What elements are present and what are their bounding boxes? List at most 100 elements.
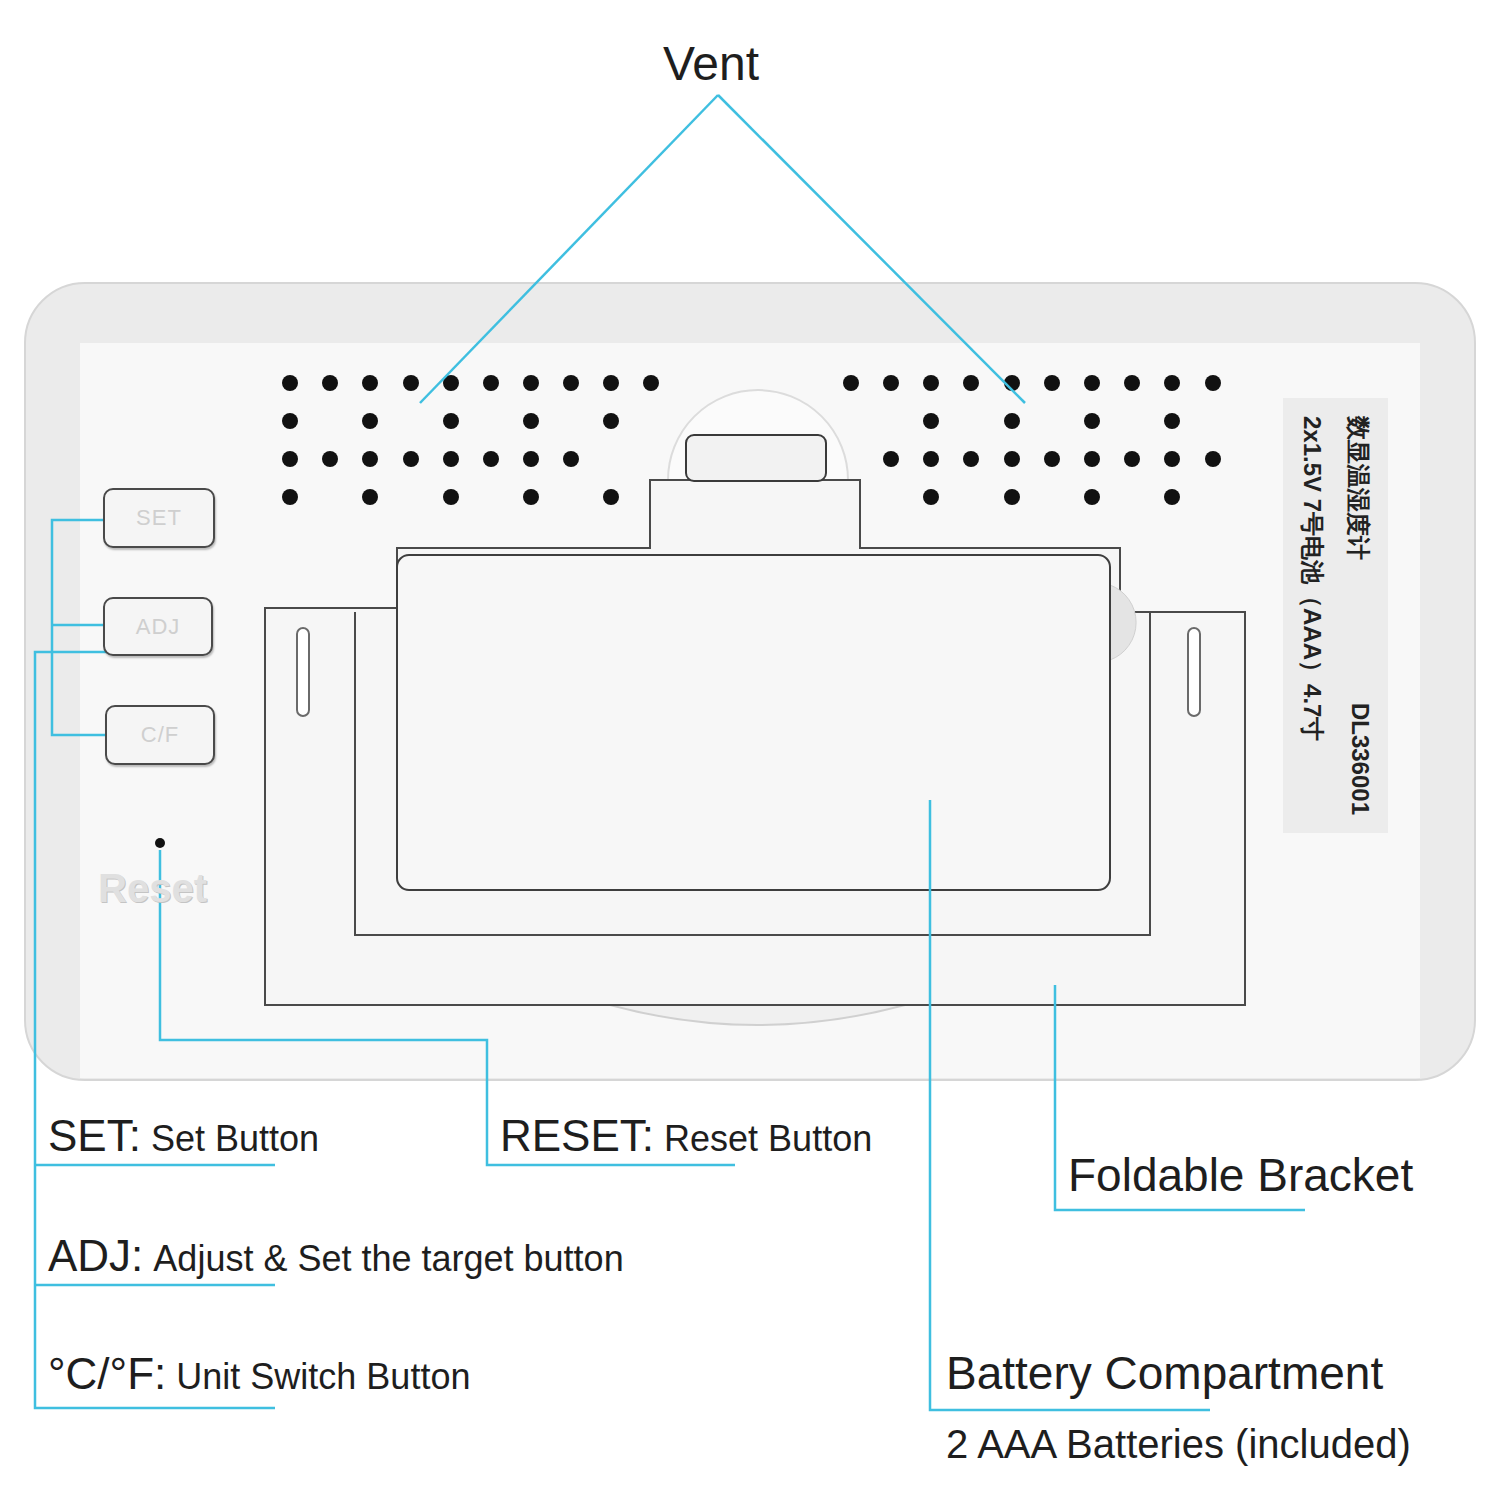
cover-notch — [1110, 585, 1136, 660]
vent-hole — [443, 489, 459, 505]
callout-row: Vent — [663, 38, 759, 91]
vent-hole — [1084, 451, 1100, 467]
vent-hole — [1044, 451, 1060, 467]
device-shell — [25, 283, 1475, 1080]
leader-line — [35, 652, 275, 1408]
vent-hole — [1205, 451, 1221, 467]
vent-hole — [1084, 489, 1100, 505]
leader-line — [420, 95, 718, 403]
vent-hole — [923, 375, 939, 391]
callout-label: Reset Button — [664, 1119, 872, 1159]
leader-line — [930, 800, 1210, 1410]
unit-button: C/F — [105, 705, 215, 765]
button-label: ADJ — [136, 614, 181, 640]
bracket-slot — [297, 628, 309, 716]
vent-hole — [483, 375, 499, 391]
vent-hole — [923, 413, 939, 429]
stand-foot — [610, 1005, 905, 1025]
vent-hole — [563, 451, 579, 467]
bracket-slot — [1188, 628, 1200, 716]
callout-label: Vent — [663, 38, 759, 91]
vent-hole — [443, 413, 459, 429]
spec-sticker: 数显温湿度计 DL336001 2x1.5V 7号电池（AAA）4.7寸 — [1283, 398, 1388, 833]
vent-hole — [883, 375, 899, 391]
embossed-label: Reset — [98, 866, 207, 910]
vent-hole — [483, 451, 499, 467]
vent-hole — [523, 451, 539, 467]
vent-hole — [362, 413, 378, 429]
sticker-text: 2x1.5V 7号电池（AAA）4.7寸 — [1296, 416, 1328, 741]
callout-label: Adjust & Set the target button — [153, 1239, 623, 1279]
leader-lines — [35, 95, 1305, 1410]
button-label: C/F — [141, 722, 179, 748]
vent-hole — [362, 375, 378, 391]
vent-hole — [322, 375, 338, 391]
leader-line — [35, 1164, 275, 1167]
callout-row: °C/°F:Unit Switch Button — [48, 1350, 470, 1398]
callout-label: RESET: — [500, 1112, 654, 1160]
callout-row: Foldable Bracket — [1068, 1150, 1413, 1201]
vent-hole — [443, 451, 459, 467]
vent-hole — [523, 489, 539, 505]
vent-hole — [883, 451, 899, 467]
leader-line — [52, 624, 110, 627]
battery-cover — [397, 555, 1110, 890]
sticker-text: 数显温湿度计 — [1342, 416, 1374, 560]
leader-line — [52, 520, 110, 735]
callout-label: ADJ: — [48, 1232, 143, 1280]
vent-hole — [963, 451, 979, 467]
callout-row: Reset — [98, 866, 207, 910]
leader-line — [35, 1284, 275, 1287]
vent-hole — [603, 489, 619, 505]
vent-hole — [282, 451, 298, 467]
vent-hole — [523, 413, 539, 429]
callout-label: Set Button — [151, 1119, 319, 1159]
callout-label: Foldable Bracket — [1068, 1150, 1413, 1201]
vent-hole — [1205, 375, 1221, 391]
bracket-tab — [686, 435, 826, 481]
device-back-face — [80, 343, 1420, 1078]
vent-hole — [923, 489, 939, 505]
callout-row: SET:Set Button — [48, 1112, 319, 1160]
vent-hole — [322, 451, 338, 467]
vent-hole — [282, 375, 298, 391]
vent-hole — [362, 451, 378, 467]
leader-line — [160, 850, 735, 1165]
vent-hole — [643, 375, 659, 391]
vent-hole — [282, 489, 298, 505]
reset-hole — [155, 838, 165, 848]
callout-row: ADJ:Adjust & Set the target button — [48, 1232, 624, 1280]
vent-hole — [1164, 413, 1180, 429]
callout-label: Battery Compartment — [946, 1348, 1383, 1399]
set-button: SET — [103, 488, 215, 548]
callout-label: SET: — [48, 1112, 141, 1160]
sticker-text: DL336001 — [1346, 703, 1374, 815]
vent-hole — [1164, 451, 1180, 467]
callout-label: °C/°F: — [48, 1350, 166, 1398]
vent-hole — [362, 489, 378, 505]
vent-hole — [563, 375, 579, 391]
adjust-button: ADJ — [103, 597, 213, 656]
foldable-bracket — [265, 480, 1245, 1005]
callout-row: RESET:Reset Button — [500, 1112, 872, 1160]
vent-hole — [1124, 375, 1140, 391]
vent-hole — [403, 375, 419, 391]
vent-hole — [1004, 489, 1020, 505]
vent-hole — [843, 375, 859, 391]
button-label: SET — [136, 505, 182, 531]
vent-hole — [1164, 375, 1180, 391]
vent-hole — [1044, 375, 1060, 391]
vent-hole — [1004, 413, 1020, 429]
vent-hole — [963, 375, 979, 391]
vent-hole — [1164, 489, 1180, 505]
callout-row: 2 AAA Batteries (included) — [946, 1422, 1411, 1466]
bracket-hinge — [668, 390, 848, 480]
vent-hole — [923, 451, 939, 467]
callout-label: Unit Switch Button — [176, 1357, 470, 1397]
vent-hole — [282, 413, 298, 429]
vent-hole — [1084, 375, 1100, 391]
leader-line — [718, 95, 1025, 403]
vent-hole — [1124, 451, 1140, 467]
callout-label: 2 AAA Batteries (included) — [946, 1422, 1411, 1466]
